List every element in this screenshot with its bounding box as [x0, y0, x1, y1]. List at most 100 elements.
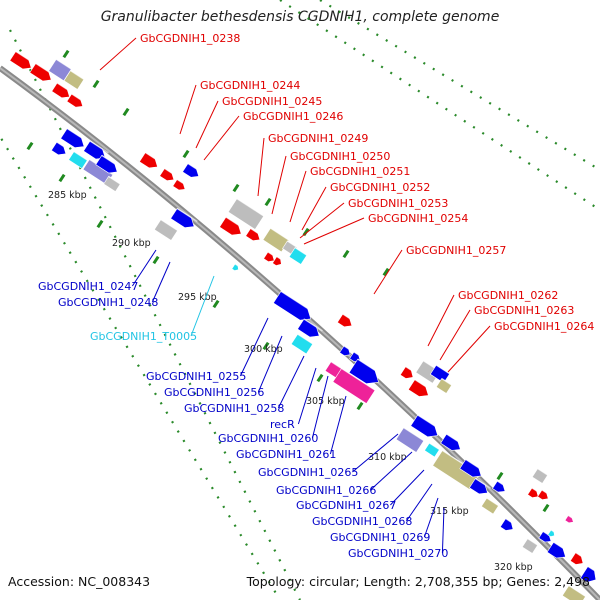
reverse-label-leader	[297, 367, 317, 425]
reverse-gene-label: GbCGDNIH1_0265	[258, 466, 358, 479]
forward-gene-label: GbCGDNIH1_0253	[348, 197, 448, 210]
scale-label-kbp: 305 kbp	[306, 396, 345, 407]
gene-feature	[29, 62, 55, 82]
gene-feature	[499, 517, 517, 531]
track-tick	[96, 219, 104, 229]
gene-feature	[219, 216, 245, 236]
gene-feature	[95, 154, 121, 174]
gene-feature	[348, 358, 384, 384]
gene-shading	[176, 178, 188, 187]
map-title: Granulibacter bethesdensis CGDNIH1, comp…	[100, 9, 500, 25]
gene-shading	[236, 197, 265, 217]
gene-shading	[267, 251, 277, 258]
forward-gene-label: GbCGDNIH1_0249	[268, 132, 368, 145]
gene-shading	[71, 93, 86, 104]
gene-shading	[341, 367, 376, 391]
gene-shading	[357, 358, 384, 377]
gene-feature	[103, 175, 121, 192]
gene-feature	[231, 263, 241, 272]
gene-feature	[66, 93, 86, 108]
gene-shading	[70, 69, 85, 80]
scale-label-kbp: 310 kbp	[368, 452, 407, 463]
reverse-gene-label: GbCGDNIH1_0248	[58, 296, 158, 309]
gene-shading	[297, 333, 314, 345]
gene-feature	[272, 255, 284, 266]
track-tick	[26, 141, 34, 151]
gene-shading	[160, 218, 179, 232]
topology-label: Topology: circular; Length: 2,708,355 bp…	[246, 574, 590, 589]
gene-shading	[405, 365, 417, 374]
forward-label-leader	[373, 249, 403, 295]
gene-shading	[414, 378, 433, 392]
reverse-label-leader	[423, 497, 439, 538]
forward-label-leader	[179, 84, 197, 135]
gene-shading	[537, 467, 549, 476]
gene-feature	[50, 141, 70, 156]
gene-shading	[35, 62, 55, 76]
gene-shading	[145, 151, 161, 163]
forward-label-leader	[203, 115, 240, 161]
gene-shading	[276, 255, 284, 262]
gene-feature	[399, 365, 417, 379]
track-tick	[92, 79, 100, 89]
reverse-gene-label: GbCGDNIH1_0268	[312, 515, 412, 528]
gene-feature	[262, 227, 290, 253]
gene-feature	[139, 151, 161, 169]
gene-shading	[89, 140, 109, 154]
gene-shading	[330, 360, 344, 370]
gene-feature	[172, 178, 188, 191]
forward-gene-label: GbCGDNIH1_0244	[200, 79, 300, 92]
track-tick	[232, 183, 240, 193]
gene-shading	[15, 50, 35, 64]
gene-feature	[547, 529, 557, 538]
gene-shading	[587, 565, 600, 575]
forward-gene-label: GbCGDNIH1_0246	[243, 110, 343, 123]
reverse-gene-label: GbCGDNIH1_0266	[276, 484, 376, 497]
forward-gene-label: GbCGDNIH1_0251	[310, 165, 410, 178]
reverse-gene-label: GbCGDNIH1_T0005	[90, 330, 197, 343]
gene-feature	[521, 537, 539, 554]
forward-gene-label: GbCGDNIH1_0250	[290, 150, 390, 163]
forward-gene-label: GbCGDNIH1_0263	[474, 304, 574, 317]
gene-shading	[550, 529, 557, 534]
forward-label-leader	[303, 217, 365, 245]
scale-label-kbp: 290 kbp	[112, 238, 151, 249]
track-tick	[262, 341, 270, 351]
reverse-gene-label: GbCGDNIH1_0260	[218, 432, 318, 445]
forward-label-leader	[447, 325, 491, 373]
forward-gene-label: GbCGDNIH1_0264	[494, 320, 594, 333]
gene-shading	[164, 167, 177, 177]
scale-label-kbp: 315 kbp	[430, 506, 469, 517]
gene-feature	[579, 565, 600, 583]
gene-shading	[225, 216, 245, 230]
reverse-label-leader	[277, 355, 305, 409]
gene-feature	[159, 167, 177, 181]
forward-gene-label: GbCGDNIH1_0262	[458, 289, 558, 302]
track-tick	[122, 107, 130, 117]
gene-feature	[290, 333, 314, 355]
gene-shading	[73, 150, 88, 161]
forward-label-leader	[439, 309, 471, 361]
gene-shading	[465, 458, 485, 472]
reverse-label-leader	[441, 507, 445, 554]
gene-feature	[424, 442, 440, 458]
gene-feature	[263, 251, 277, 262]
gene-feature	[153, 218, 179, 241]
track-tick	[152, 255, 160, 265]
track-tick	[496, 471, 504, 481]
gene-feature	[564, 514, 576, 524]
gene-shading	[187, 162, 202, 173]
track-tick	[264, 197, 272, 207]
gene-feature	[440, 433, 464, 451]
reverse-gene-label: GbCGDNIH1_0270	[348, 547, 448, 560]
gene-feature	[60, 127, 88, 148]
gene-feature	[569, 551, 587, 565]
reverse-label-leader	[352, 433, 399, 473]
forward-gene-label: GbCGDNIH1_0254	[368, 212, 468, 225]
gene-feature	[395, 426, 425, 453]
forward-label-leader	[195, 100, 219, 149]
track-tick	[542, 503, 550, 513]
gene-feature	[492, 480, 508, 493]
gene-feature	[227, 197, 265, 230]
